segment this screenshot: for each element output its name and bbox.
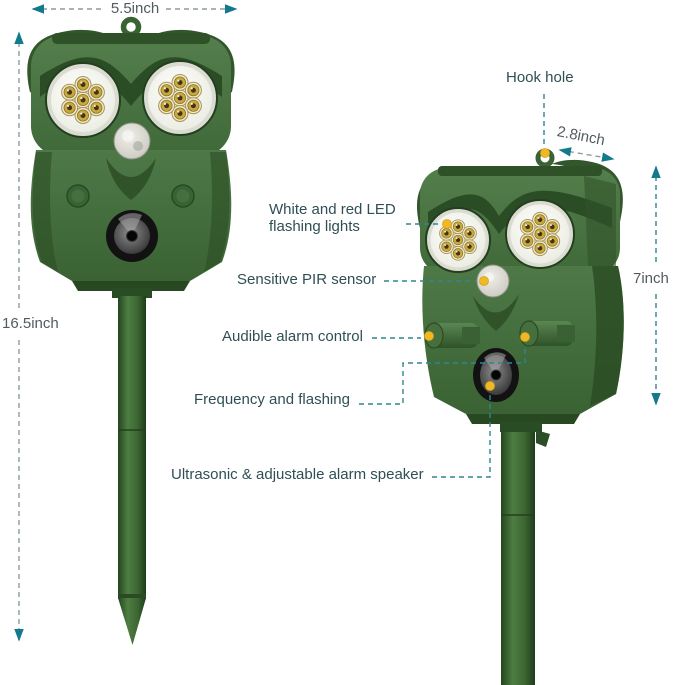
dimension-height-right-label: 7inch — [633, 270, 669, 287]
right-eye-led-array — [142, 60, 218, 136]
pir-sensor-label: Sensitive PIR sensor — [237, 271, 377, 288]
speaker-front — [106, 210, 158, 262]
right-eye-led-array — [505, 199, 575, 269]
left-eye-led-array — [425, 207, 491, 273]
ground-stake-right — [501, 432, 535, 685]
dimension-height-left-label: 16.5inch — [2, 315, 59, 332]
led-pointer — [406, 219, 452, 229]
left-eye-led-array — [45, 62, 121, 138]
dimension-head-width-arrow — [558, 147, 615, 162]
audible-alarm-knob — [424, 322, 480, 349]
pir-pointer — [384, 276, 489, 286]
audible-pointer — [372, 331, 434, 341]
ultrasonic-speaker-label: Ultrasonic & adjustable alarm speaker — [171, 466, 424, 483]
pir-sensor-dome — [113, 122, 151, 160]
led-flashing-lights-label: White and red LED flashing lights — [269, 201, 396, 235]
hook-hole-label: Hook hole — [506, 69, 574, 86]
stake-clip — [536, 430, 550, 447]
frequency-flashing-label: Frequency and flashing — [194, 391, 350, 408]
left-owl — [27, 16, 235, 645]
beak — [473, 294, 519, 331]
audible-alarm-control-label: Audible alarm control — [222, 328, 363, 345]
hook-hole-pointer — [540, 94, 550, 158]
ground-stake-left — [118, 296, 146, 645]
front-knob-left — [66, 184, 90, 208]
ultrasonic-speaker — [473, 348, 519, 402]
frequency-knob — [519, 320, 575, 347]
ultrasonic-pointer — [432, 381, 495, 478]
front-knob-right — [171, 184, 195, 208]
hook-loop — [120, 16, 142, 38]
dimension-width-label: 5.5inch — [110, 0, 160, 17]
right-owl — [417, 148, 624, 685]
frequency-pointer — [359, 332, 530, 405]
beak — [106, 158, 156, 200]
pir-sensor-dome — [476, 264, 510, 298]
